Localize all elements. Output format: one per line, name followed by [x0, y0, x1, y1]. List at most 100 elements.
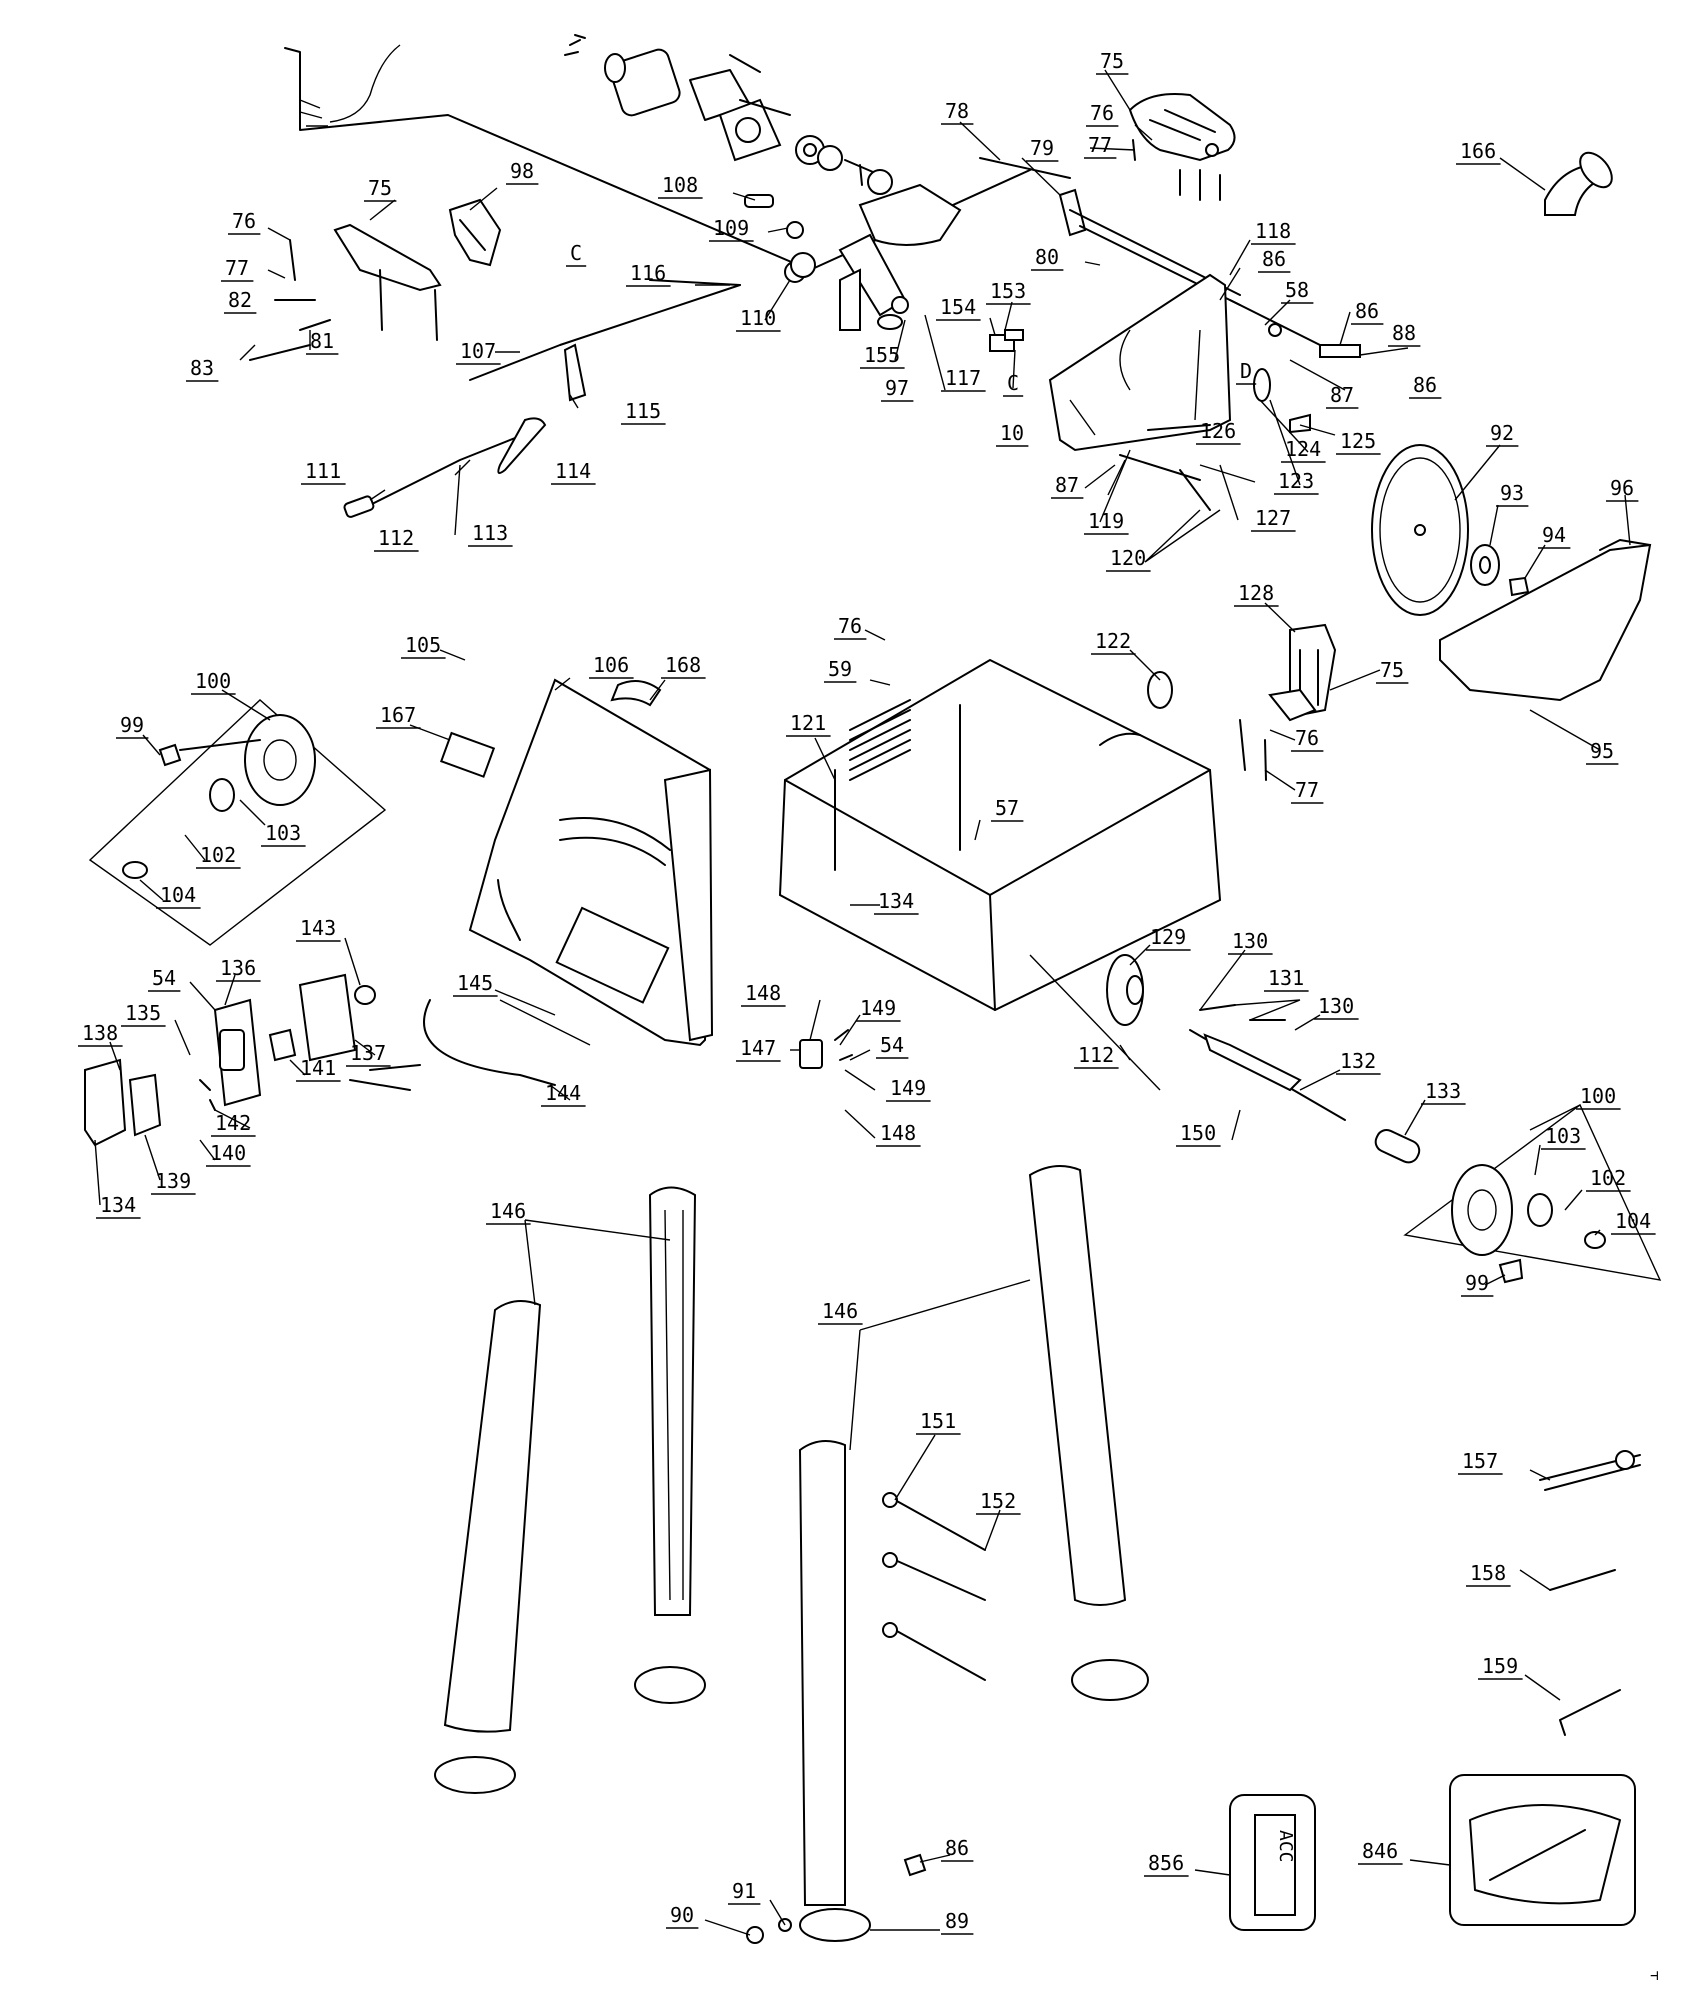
callout-number: 75 — [1380, 658, 1404, 682]
callout-c135: 135 — [121, 1001, 166, 1027]
callout-number: 148 — [745, 981, 781, 1005]
callout-c158: 158 — [1466, 1561, 1511, 1587]
callout-number: 54 — [880, 1033, 904, 1057]
callout-c103a: 103 — [261, 821, 306, 847]
callout-number: 77 — [1295, 778, 1319, 802]
callout-number: 58 — [1285, 278, 1309, 302]
callout-c97: 97 — [881, 376, 914, 402]
callout-number: 127 — [1255, 506, 1291, 530]
callout-number: 121 — [790, 711, 826, 735]
callout-c86d: 86 — [941, 1836, 974, 1862]
callout-c125: 125 — [1336, 429, 1381, 455]
callout-number: 104 — [160, 883, 196, 907]
callout-number: 105 — [405, 633, 441, 657]
wheel-assembly-right — [1403, 1103, 1662, 1284]
callout-number: 92 — [1490, 421, 1514, 445]
callout-c856: 856 — [1144, 1851, 1189, 1877]
callout-number: 157 — [1462, 1449, 1498, 1473]
callout-c76c: 76 — [1291, 726, 1324, 752]
callout-c76b: 76 — [228, 209, 261, 235]
callout-number: 123 — [1278, 469, 1314, 493]
callout-number: 107 — [460, 339, 496, 363]
callout-c78: 78 — [941, 99, 974, 125]
callout-c149a: 149 — [856, 996, 901, 1022]
saw-blade-92 — [1371, 444, 1469, 616]
callout-c159: 159 — [1478, 1654, 1523, 1680]
callout-number: 79 — [1030, 136, 1054, 160]
switch-assembly — [84, 973, 556, 1147]
callout-c129: 129 — [1146, 925, 1191, 951]
callout-number: 77 — [225, 256, 249, 280]
callout-number: 76 — [1090, 101, 1114, 125]
callout-number: 151 — [920, 1409, 956, 1433]
callout-number: 150 — [1180, 1121, 1216, 1145]
callout-number: 137 — [350, 1041, 386, 1065]
callout-number: 129 — [1150, 925, 1186, 949]
callout-number: 95 — [1590, 739, 1614, 763]
callout-c121: 121 — [786, 711, 831, 737]
callout-number: 128 — [1238, 581, 1274, 605]
callout-number: 144 — [545, 1081, 581, 1105]
callout-number: 10 — [1000, 421, 1024, 445]
callout-c112b: 112 — [1074, 1043, 1119, 1069]
corner-mark: ⊣ — [1650, 1968, 1658, 1984]
callout-number: 98 — [510, 159, 534, 183]
callout-number: 143 — [300, 916, 336, 940]
callout-c112a: 112 — [374, 526, 419, 552]
callout-number: 154 — [940, 295, 976, 319]
callout-number: 134 — [878, 889, 914, 913]
callout-number: 155 — [864, 343, 900, 367]
motor-assembly — [564, 34, 893, 195]
callout-number: 125 — [1340, 429, 1376, 453]
callout-number: 116 — [630, 261, 666, 285]
callout-number: 158 — [1470, 1561, 1506, 1585]
callout-number: 122 — [1095, 629, 1131, 653]
callout-c86c: 86 — [1409, 373, 1442, 399]
callout-c57: 57 — [991, 796, 1024, 822]
callout-number: 120 — [1110, 546, 1146, 570]
callout-number: 133 — [1425, 1079, 1461, 1103]
callout-c136: 136 — [216, 956, 261, 982]
callout-number: 81 — [310, 329, 334, 353]
callout-number: C — [570, 241, 582, 265]
callout-number: 115 — [625, 399, 661, 423]
callout-number: 96 — [1610, 476, 1634, 500]
callout-c77b: 77 — [221, 256, 254, 282]
callout-c82: 82 — [224, 288, 257, 314]
callout-cC1: C — [566, 241, 587, 267]
dust-elbow-166 — [1544, 151, 1613, 216]
callout-c59: 59 — [824, 657, 857, 683]
callout-c155: 155 — [860, 343, 905, 369]
callout-number: 141 — [300, 1056, 336, 1080]
callout-c102a: 102 — [196, 843, 241, 869]
callout-number: 102 — [1590, 1166, 1626, 1190]
callout-number: 103 — [1545, 1124, 1581, 1148]
part-drawings: ACC — [84, 34, 1662, 1944]
callout-number: 78 — [945, 99, 969, 123]
callout-number: 108 — [662, 173, 698, 197]
callout-c75a: 75 — [1096, 49, 1129, 75]
callout-c145: 145 — [453, 971, 498, 997]
callout-c107: 107 — [456, 339, 501, 365]
callout-c167: 167 — [376, 703, 421, 729]
callout-c132: 132 — [1336, 1049, 1381, 1075]
callout-number: 136 — [220, 956, 256, 980]
callout-number: 86 — [1262, 247, 1286, 271]
callout-c131: 131 — [1264, 966, 1309, 992]
callout-c134a: 134 — [874, 889, 919, 915]
callout-c99b: 99 — [1461, 1271, 1494, 1297]
callout-c99a: 99 — [116, 713, 149, 739]
callout-number: 77 — [1088, 133, 1112, 157]
callout-number: 88 — [1392, 321, 1416, 345]
callout-c92: 92 — [1486, 421, 1519, 447]
callout-c108: 108 — [658, 173, 703, 199]
callout-number: 146 — [822, 1299, 858, 1323]
callout-c137: 137 — [346, 1041, 391, 1067]
callout-c76d: 76 — [834, 614, 867, 640]
callout-number: 80 — [1035, 245, 1059, 269]
callout-number: 90 — [670, 1903, 694, 1927]
leader-lines — [94, 69, 1631, 1936]
callout-number: 147 — [740, 1036, 776, 1060]
callout-number: 146 — [490, 1199, 526, 1223]
callout-number: 75 — [368, 176, 392, 200]
